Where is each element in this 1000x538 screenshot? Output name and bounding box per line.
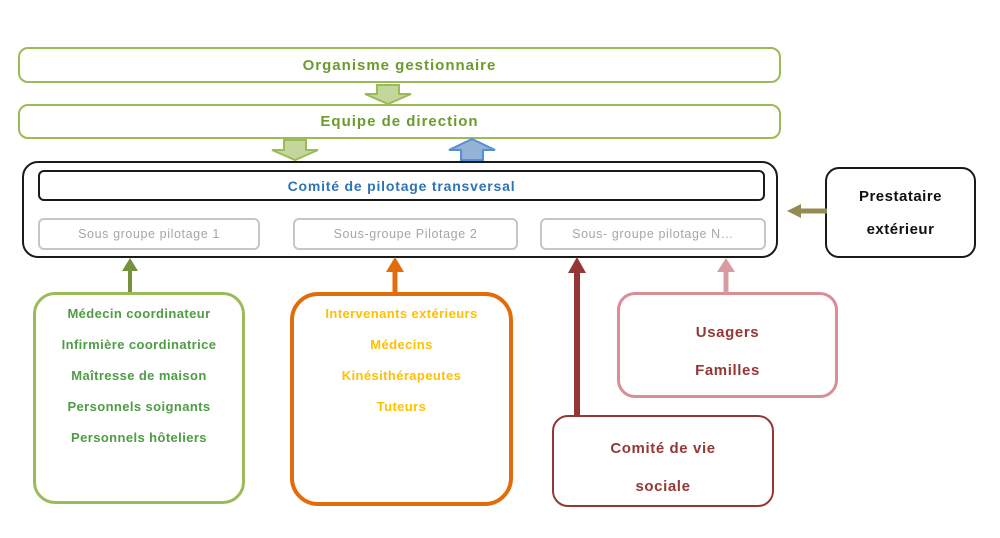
arrow-organisme-to-direction-icon: [364, 84, 412, 106]
prestataire-line2: extérieur: [866, 220, 935, 238]
prestataire-line1: Prestataire: [858, 187, 943, 205]
subgroup-pilotage-2-box: Sous-groupe Pilotage 2: [293, 218, 518, 250]
arrow-prestataire-to-comite-icon: [787, 204, 827, 218]
arrow-internal-team-to-subgroup1-icon: [122, 258, 138, 292]
external-team-box: Intervenants extérieurs Médecins Kinésit…: [290, 292, 513, 506]
arrow-external-team-to-subgroup2-icon: [386, 257, 404, 292]
external-team-item: Médecins: [370, 337, 433, 352]
prestataire-exterieur-box: Prestataire extérieur: [825, 167, 976, 258]
arrow-comite-to-direction-icon: [448, 137, 496, 161]
organisme-gestionnaire-box: Organisme gestionnaire: [18, 47, 781, 83]
subgroup-pilotage-1-box: Sous groupe pilotage 1: [38, 218, 260, 250]
subgroup-pilotage-2-label: Sous-groupe Pilotage 2: [333, 227, 478, 241]
internal-team-item: Médecin coordinateur: [67, 306, 211, 321]
external-team-item: Intervenants extérieurs: [325, 306, 478, 321]
comite-pilotage-label: Comité de pilotage transversal: [287, 177, 516, 194]
equipe-direction-box: Equipe de direction: [18, 104, 781, 139]
equipe-direction-label: Equipe de direction: [320, 113, 479, 130]
internal-team-item: Maîtresse de maison: [71, 368, 207, 383]
internal-team-item: Infirmière coordinatrice: [61, 337, 217, 352]
subgroup-pilotage-n-label: Sous- groupe pilotage N…: [572, 227, 734, 241]
usagers-familles-box: Usagers Familles: [617, 292, 838, 398]
subgroup-pilotage-n-box: Sous- groupe pilotage N…: [540, 218, 766, 250]
internal-team-item: Personnels soignants: [67, 399, 211, 414]
subgroup-pilotage-1-label: Sous groupe pilotage 1: [78, 227, 220, 241]
arrow-usagers-to-subgroupN-icon: [717, 258, 735, 293]
arrow-direction-to-comite-icon: [271, 139, 319, 162]
internal-team-item: Personnels hôteliers: [71, 430, 207, 445]
arrow-vie-sociale-to-subgroupN-icon: [568, 257, 586, 416]
external-team-item: Kinésithérapeutes: [341, 368, 462, 383]
vie-sociale-line2: sociale: [635, 478, 691, 495]
usagers-line1: Usagers: [695, 323, 760, 341]
external-team-item: Tuteurs: [376, 399, 427, 414]
vie-sociale-line1: Comité de vie: [610, 440, 716, 457]
usagers-line2: Familles: [695, 361, 760, 379]
comite-vie-sociale-box: Comité de vie sociale: [552, 415, 774, 507]
organisme-gestionnaire-label: Organisme gestionnaire: [302, 56, 497, 74]
internal-team-box: Médecin coordinateur Infirmière coordina…: [33, 292, 245, 504]
comite-pilotage-box: Comité de pilotage transversal: [38, 170, 765, 201]
